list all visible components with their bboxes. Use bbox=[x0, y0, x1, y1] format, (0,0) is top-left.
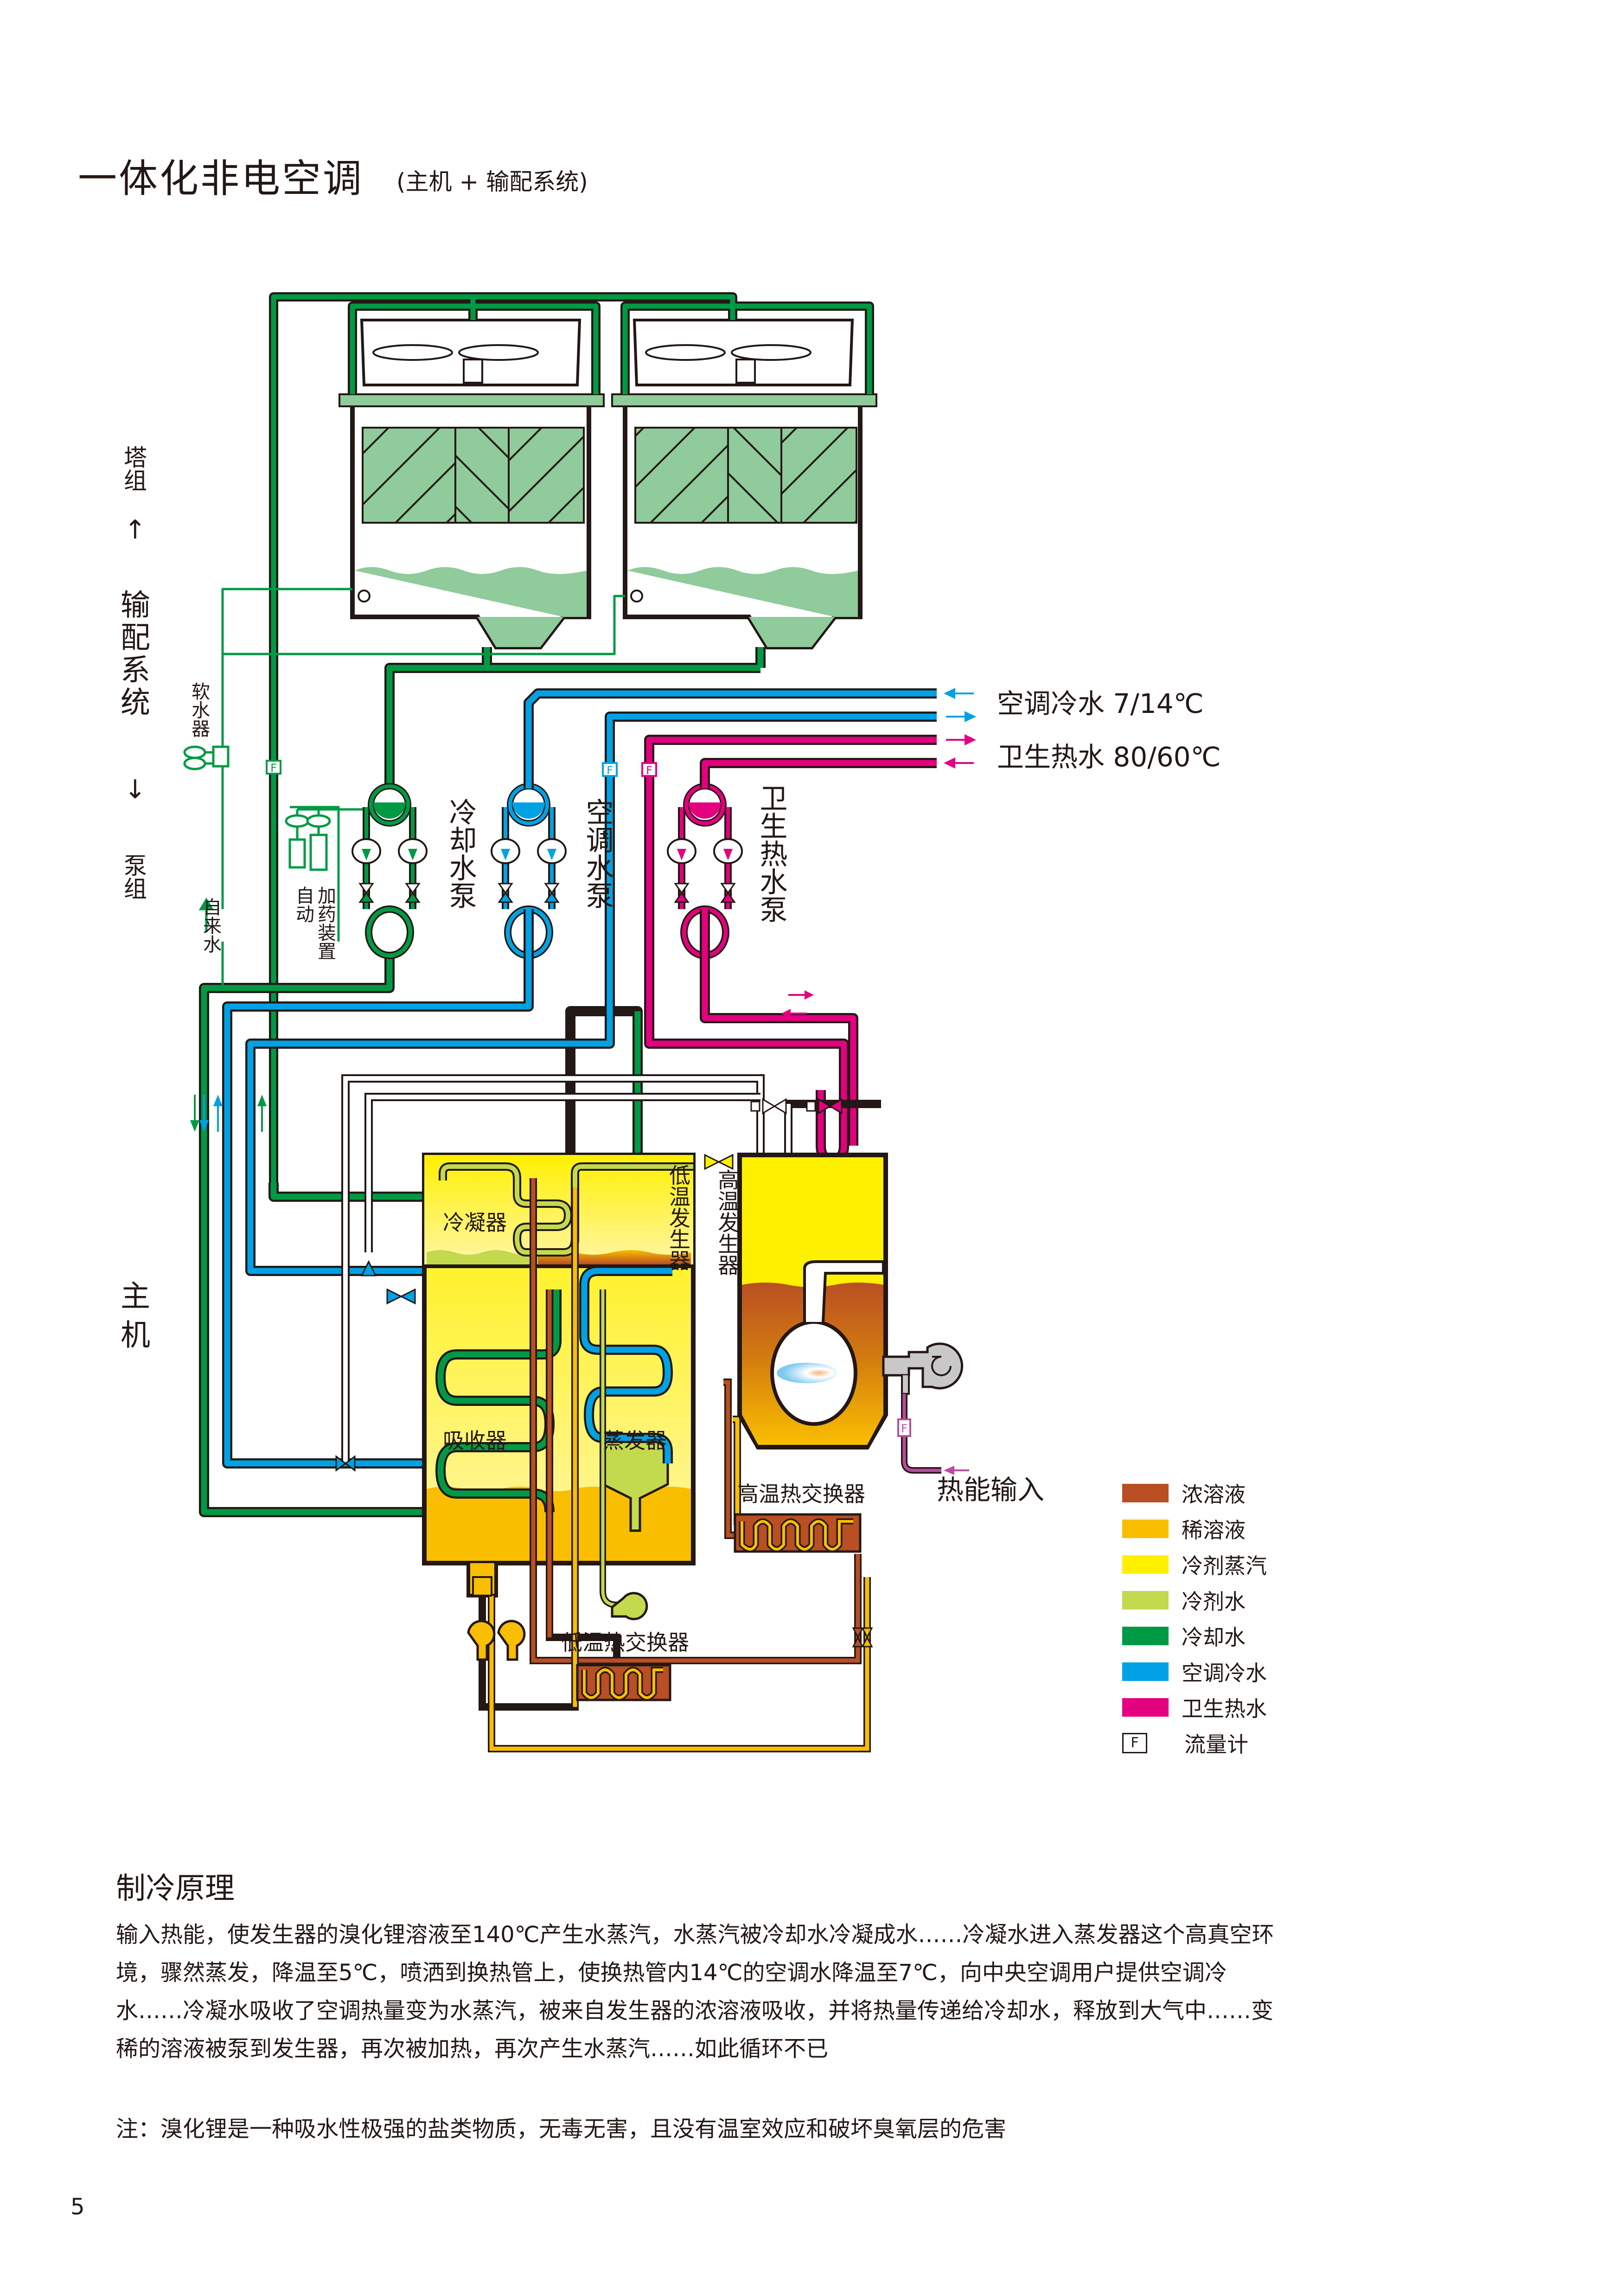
cooling-pump-label: 冷却水泵 bbox=[444, 798, 477, 909]
ac-pump-label: 空调水泵 bbox=[581, 798, 613, 909]
pump-group-label: 泵组 bbox=[120, 853, 147, 900]
ac-chilled-water-label: 空调冷水 7/14℃ bbox=[997, 688, 1204, 719]
legend-swatch-ac-water bbox=[1122, 1662, 1169, 1681]
evaporator-label: 蒸发器 bbox=[603, 1428, 667, 1453]
legend-item: F 流量计 bbox=[1122, 1725, 1267, 1761]
flow-meter-heat: F bbox=[897, 1418, 911, 1437]
distribution-system-label: 输配系统 bbox=[115, 589, 150, 719]
page-subtitle: (主机 + 输配系统) bbox=[396, 168, 588, 195]
page-title: 一体化非电空调 bbox=[78, 156, 364, 201]
high-temp-hx-label: 高温热交换器 bbox=[737, 1481, 865, 1507]
flow-direction-arrows bbox=[190, 688, 976, 1132]
water-softener-label: 软水器 bbox=[188, 682, 210, 738]
legend-item: 卫生热水 bbox=[1122, 1689, 1267, 1725]
tower-group-label: 塔组 bbox=[120, 445, 147, 492]
auto-dosing-device-icon bbox=[285, 808, 390, 871]
legend-label: 空调冷水 bbox=[1182, 1660, 1267, 1686]
low-temp-generator-label: 低温发生器 bbox=[666, 1164, 691, 1271]
legend-label: 冷剂蒸汽 bbox=[1182, 1553, 1267, 1578]
principle-note: 注：溴化锂是一种吸水性极强的盐类物质，无毒无害，且没有温室效应和破坏臭氧层的危害 bbox=[116, 2116, 1007, 2142]
condenser-label: 冷凝器 bbox=[443, 1210, 507, 1235]
flow-meter-icon: F bbox=[1122, 1732, 1147, 1753]
legend-label: 浓溶液 bbox=[1182, 1481, 1246, 1507]
svg-text:F: F bbox=[901, 1422, 907, 1435]
legend-swatch-strong-solution bbox=[1122, 1483, 1169, 1502]
legend-label: 流量计 bbox=[1184, 1732, 1248, 1757]
arrow-down-icon: ↓ bbox=[124, 775, 146, 805]
cooling-tower-2 bbox=[611, 319, 877, 649]
hot-water-pipes bbox=[644, 735, 937, 1165]
hot-water-pump-label: 卫生热水泵 bbox=[755, 784, 787, 923]
legend-label: 稀溶液 bbox=[1182, 1517, 1246, 1543]
heat-input-label: 热能输入 bbox=[937, 1474, 1045, 1506]
sanitary-hot-water-label: 卫生热水 80/60℃ bbox=[997, 741, 1221, 773]
legend-swatch-refrigerant-vapor bbox=[1122, 1555, 1169, 1574]
page-number: 5 bbox=[70, 2194, 85, 2220]
legend-item: 稀溶液 bbox=[1122, 1511, 1267, 1546]
legend-label: 冷却水 bbox=[1182, 1624, 1246, 1650]
legend-item: 冷却水 bbox=[1122, 1618, 1267, 1654]
absorption-chiller-diagram: F bbox=[183, 292, 976, 1752]
cooling-water-pump-group bbox=[351, 783, 428, 959]
auto-label: 自动 bbox=[293, 886, 314, 923]
legend-swatch-hot-water bbox=[1122, 1698, 1169, 1717]
svg-text:F: F bbox=[607, 764, 613, 777]
principle-body: 输入热能，使发生器的溴化锂溶液至140℃产生水蒸汽，水蒸汽被冷却水冷凝成水……冷… bbox=[116, 1922, 1274, 2062]
dosing-device-label: 加药装置 bbox=[314, 886, 336, 960]
cooling-tower-1 bbox=[339, 319, 605, 649]
legend-label: 卫生热水 bbox=[1182, 1696, 1267, 1721]
water-softener-icon bbox=[183, 745, 230, 770]
flow-meter-hot: F bbox=[641, 762, 657, 777]
legend: 浓溶液 稀溶液 冷剂蒸汽 冷剂水 冷却水 空调冷水 卫生热水 F 流量计 bbox=[1122, 1475, 1267, 1761]
low-temp-hx-label: 低温热交换器 bbox=[561, 1630, 689, 1655]
svg-text:F: F bbox=[270, 762, 277, 775]
legend-item: 冷剂水 bbox=[1122, 1582, 1267, 1618]
high-temp-generator bbox=[737, 1153, 888, 1449]
absorber-label: 吸收器 bbox=[443, 1428, 507, 1453]
legend-swatch-weak-solution bbox=[1122, 1519, 1169, 1538]
legend-swatch-refrigerant-water bbox=[1122, 1591, 1169, 1610]
legend-item: 空调冷水 bbox=[1122, 1654, 1267, 1689]
principle-title: 制冷原理 bbox=[116, 1872, 235, 1906]
legend-item: 冷剂蒸汽 bbox=[1122, 1546, 1267, 1582]
legend-swatch-cooling-water bbox=[1122, 1626, 1169, 1645]
tap-water-arrow-icon bbox=[198, 898, 214, 932]
legend-label: 冷剂水 bbox=[1182, 1589, 1246, 1614]
arrow-up-icon: ↑ bbox=[124, 515, 146, 545]
burner-blower bbox=[882, 1342, 964, 1395]
main-unit-label: 主机 bbox=[115, 1280, 150, 1358]
tap-water-label: 自来水 bbox=[200, 898, 221, 953]
flow-meter-ac: F bbox=[602, 762, 618, 777]
low-temp-heat-exchanger bbox=[576, 1664, 671, 1701]
high-temp-generator-label: 高温发生器 bbox=[715, 1169, 740, 1276]
valves bbox=[335, 1098, 873, 1648]
high-temp-heat-exchanger bbox=[734, 1513, 862, 1553]
svg-text:F: F bbox=[646, 764, 652, 777]
legend-item: 浓溶液 bbox=[1122, 1475, 1267, 1511]
solution-pumps bbox=[467, 1576, 648, 1661]
flow-meter-cooling: F bbox=[266, 760, 281, 775]
